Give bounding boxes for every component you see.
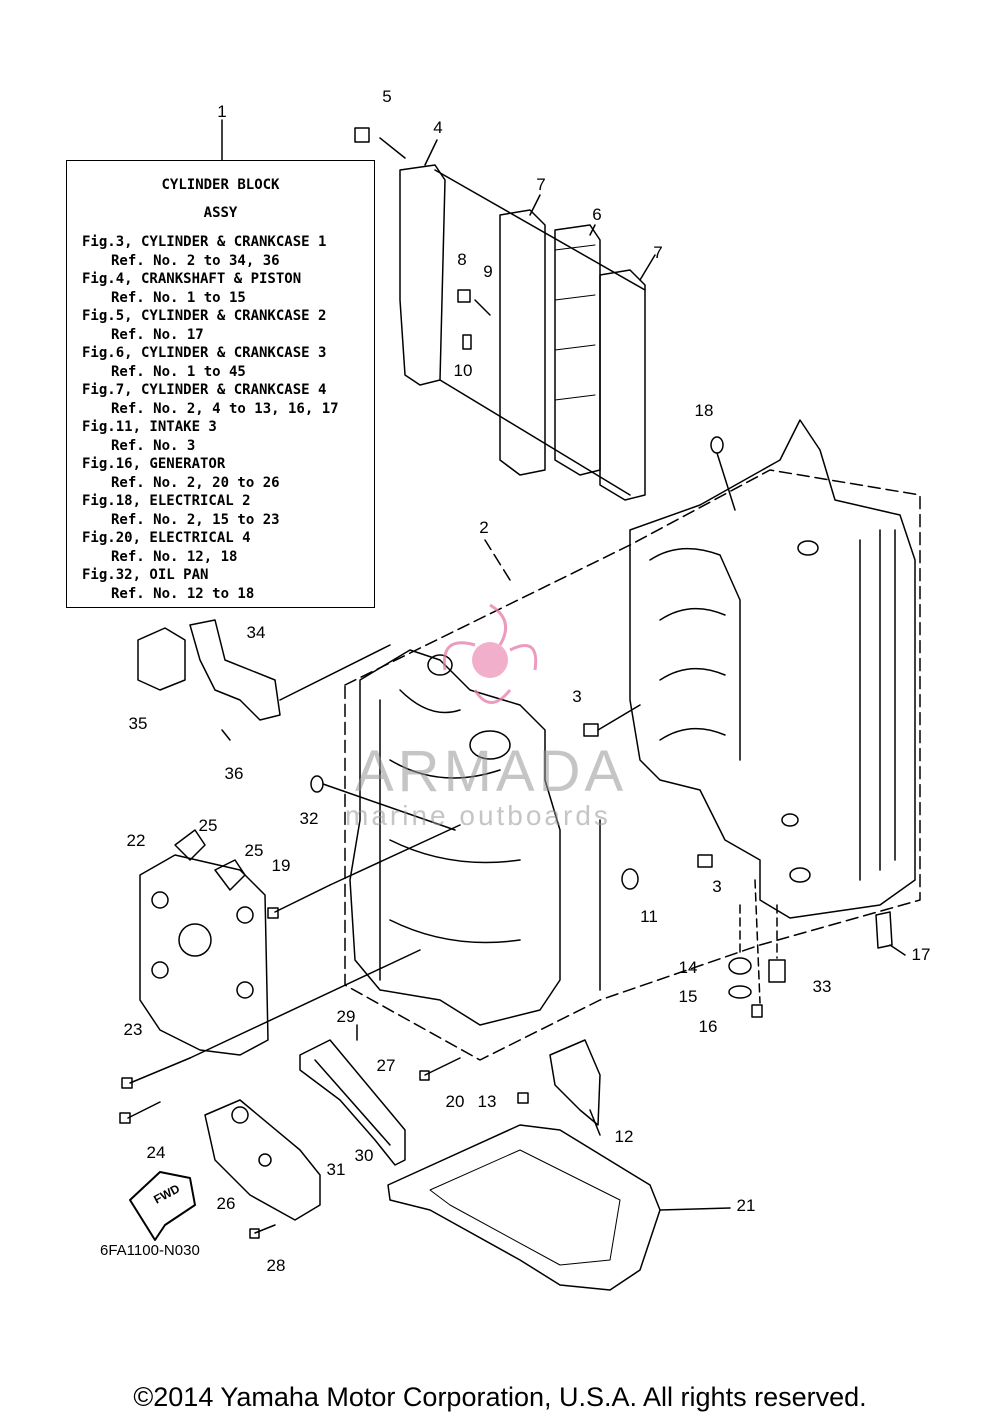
callout-30: 30: [354, 1146, 374, 1165]
callout-3-upper: 3: [572, 687, 582, 706]
top-cover-plates: [354, 127, 646, 501]
legend-ref: Ref. No. 12 to 18: [111, 585, 255, 602]
legend-ref: Ref. No. 17: [111, 326, 204, 343]
legend-fig: Fig.5, CYLINDER & CRANKCASE 2: [82, 308, 327, 324]
legend-fig: Fig.32, OIL PAN: [82, 567, 209, 583]
crankcase-left: [349, 649, 561, 1026]
callout-26: 26: [216, 1194, 236, 1213]
watermark-name: ARMADA: [355, 739, 628, 804]
legend-fig: Fig.6, CYLINDER & CRANKCASE 3: [82, 345, 327, 361]
gasket-21: [387, 1124, 661, 1291]
cylinder-block-right: [629, 419, 916, 919]
callout-19: 19: [271, 856, 291, 875]
legend-fig: Fig.20, ELECTRICAL 4: [82, 530, 251, 546]
callout-36: 36: [224, 764, 244, 783]
callout-22: 22: [126, 831, 146, 850]
callout-5: 5: [382, 87, 392, 106]
callout-4: 4: [433, 118, 443, 137]
callout-13: 13: [477, 1092, 497, 1111]
callout-35: 35: [128, 714, 148, 733]
callout-10: 10: [453, 361, 473, 380]
legend-ref: Ref. No. 2, 15 to 23: [111, 511, 280, 528]
legend-ref: Ref. No. 3: [111, 437, 196, 454]
callout-17: 17: [911, 945, 931, 964]
callout-3-lower: 3: [712, 877, 722, 896]
callout-24: 24: [146, 1143, 166, 1162]
legend-fig: Fig.4, CRANKSHAFT & PISTON: [82, 271, 302, 287]
callout-9: 9: [483, 262, 493, 281]
watermark-subtitle: marine outboards: [345, 800, 611, 831]
legend-title-line2: ASSY: [203, 205, 238, 221]
callout-15: 15: [678, 987, 698, 1006]
diagram-code: 6FA1100-N030: [100, 1242, 200, 1259]
callout-23: 23: [123, 1020, 143, 1039]
legend-fig: Fig.16, GENERATOR: [82, 456, 226, 472]
legend-fig: Fig.11, INTAKE 3: [82, 419, 217, 435]
callout-7-right: 7: [653, 243, 663, 262]
callout-32: 32: [299, 809, 319, 828]
callout-18: 18: [694, 401, 714, 420]
callout-12: 12: [614, 1127, 634, 1146]
callout-33: 33: [812, 977, 832, 996]
legend-fig: Fig.18, ELECTRICAL 2: [82, 493, 251, 509]
bracket-34-35: [137, 619, 391, 741]
callout-11: 11: [640, 907, 658, 926]
cover-22: [139, 829, 269, 1056]
legend-ref: Ref. No. 12, 18: [111, 548, 238, 565]
copyright-notice: ©2014 Yamaha Motor Corporation, U.S.A. A…: [133, 1382, 867, 1412]
callout-25-left: 25: [198, 816, 218, 835]
callout-14: 14: [678, 958, 698, 977]
watermark-logo-icon: [442, 603, 538, 704]
callout-7-left: 7: [536, 175, 546, 194]
callout-25-right: 25: [244, 841, 264, 860]
callout-34: 34: [246, 623, 266, 642]
legend-fig: Fig.3, CYLINDER & CRANKCASE 1: [82, 234, 327, 250]
callout-29: 29: [336, 1007, 356, 1026]
callout-16: 16: [698, 1017, 718, 1036]
callout-6: 6: [592, 205, 602, 224]
callout-28: 28: [266, 1256, 286, 1275]
legend-ref: Ref. No. 1 to 15: [111, 289, 246, 306]
fwd-arrow-icon: [129, 1171, 196, 1241]
reference-legend-box: CYLINDER BLOCK ASSY Fig.3, CYLINDER & CR…: [66, 160, 375, 608]
legend-ref: Ref. No. 2, 20 to 26: [111, 474, 280, 491]
legend-title-line1: CYLINDER BLOCK: [161, 177, 280, 193]
legend-ref: Ref. No. 1 to 45: [111, 363, 246, 380]
callout-1: 1: [217, 102, 227, 121]
callout-27: 27: [376, 1056, 396, 1075]
legend-ref: Ref. No. 2 to 34, 36: [111, 252, 280, 269]
callout-21: 21: [736, 1196, 756, 1215]
legend-ref: Ref. No. 2, 4 to 13, 16, 17: [111, 400, 339, 417]
callout-31: 31: [326, 1160, 346, 1179]
callout-8: 8: [457, 250, 467, 269]
legend-fig: Fig.7, CYLINDER & CRANKCASE 4: [82, 382, 327, 398]
callout-2: 2: [479, 518, 489, 537]
callout-20: 20: [445, 1092, 465, 1111]
